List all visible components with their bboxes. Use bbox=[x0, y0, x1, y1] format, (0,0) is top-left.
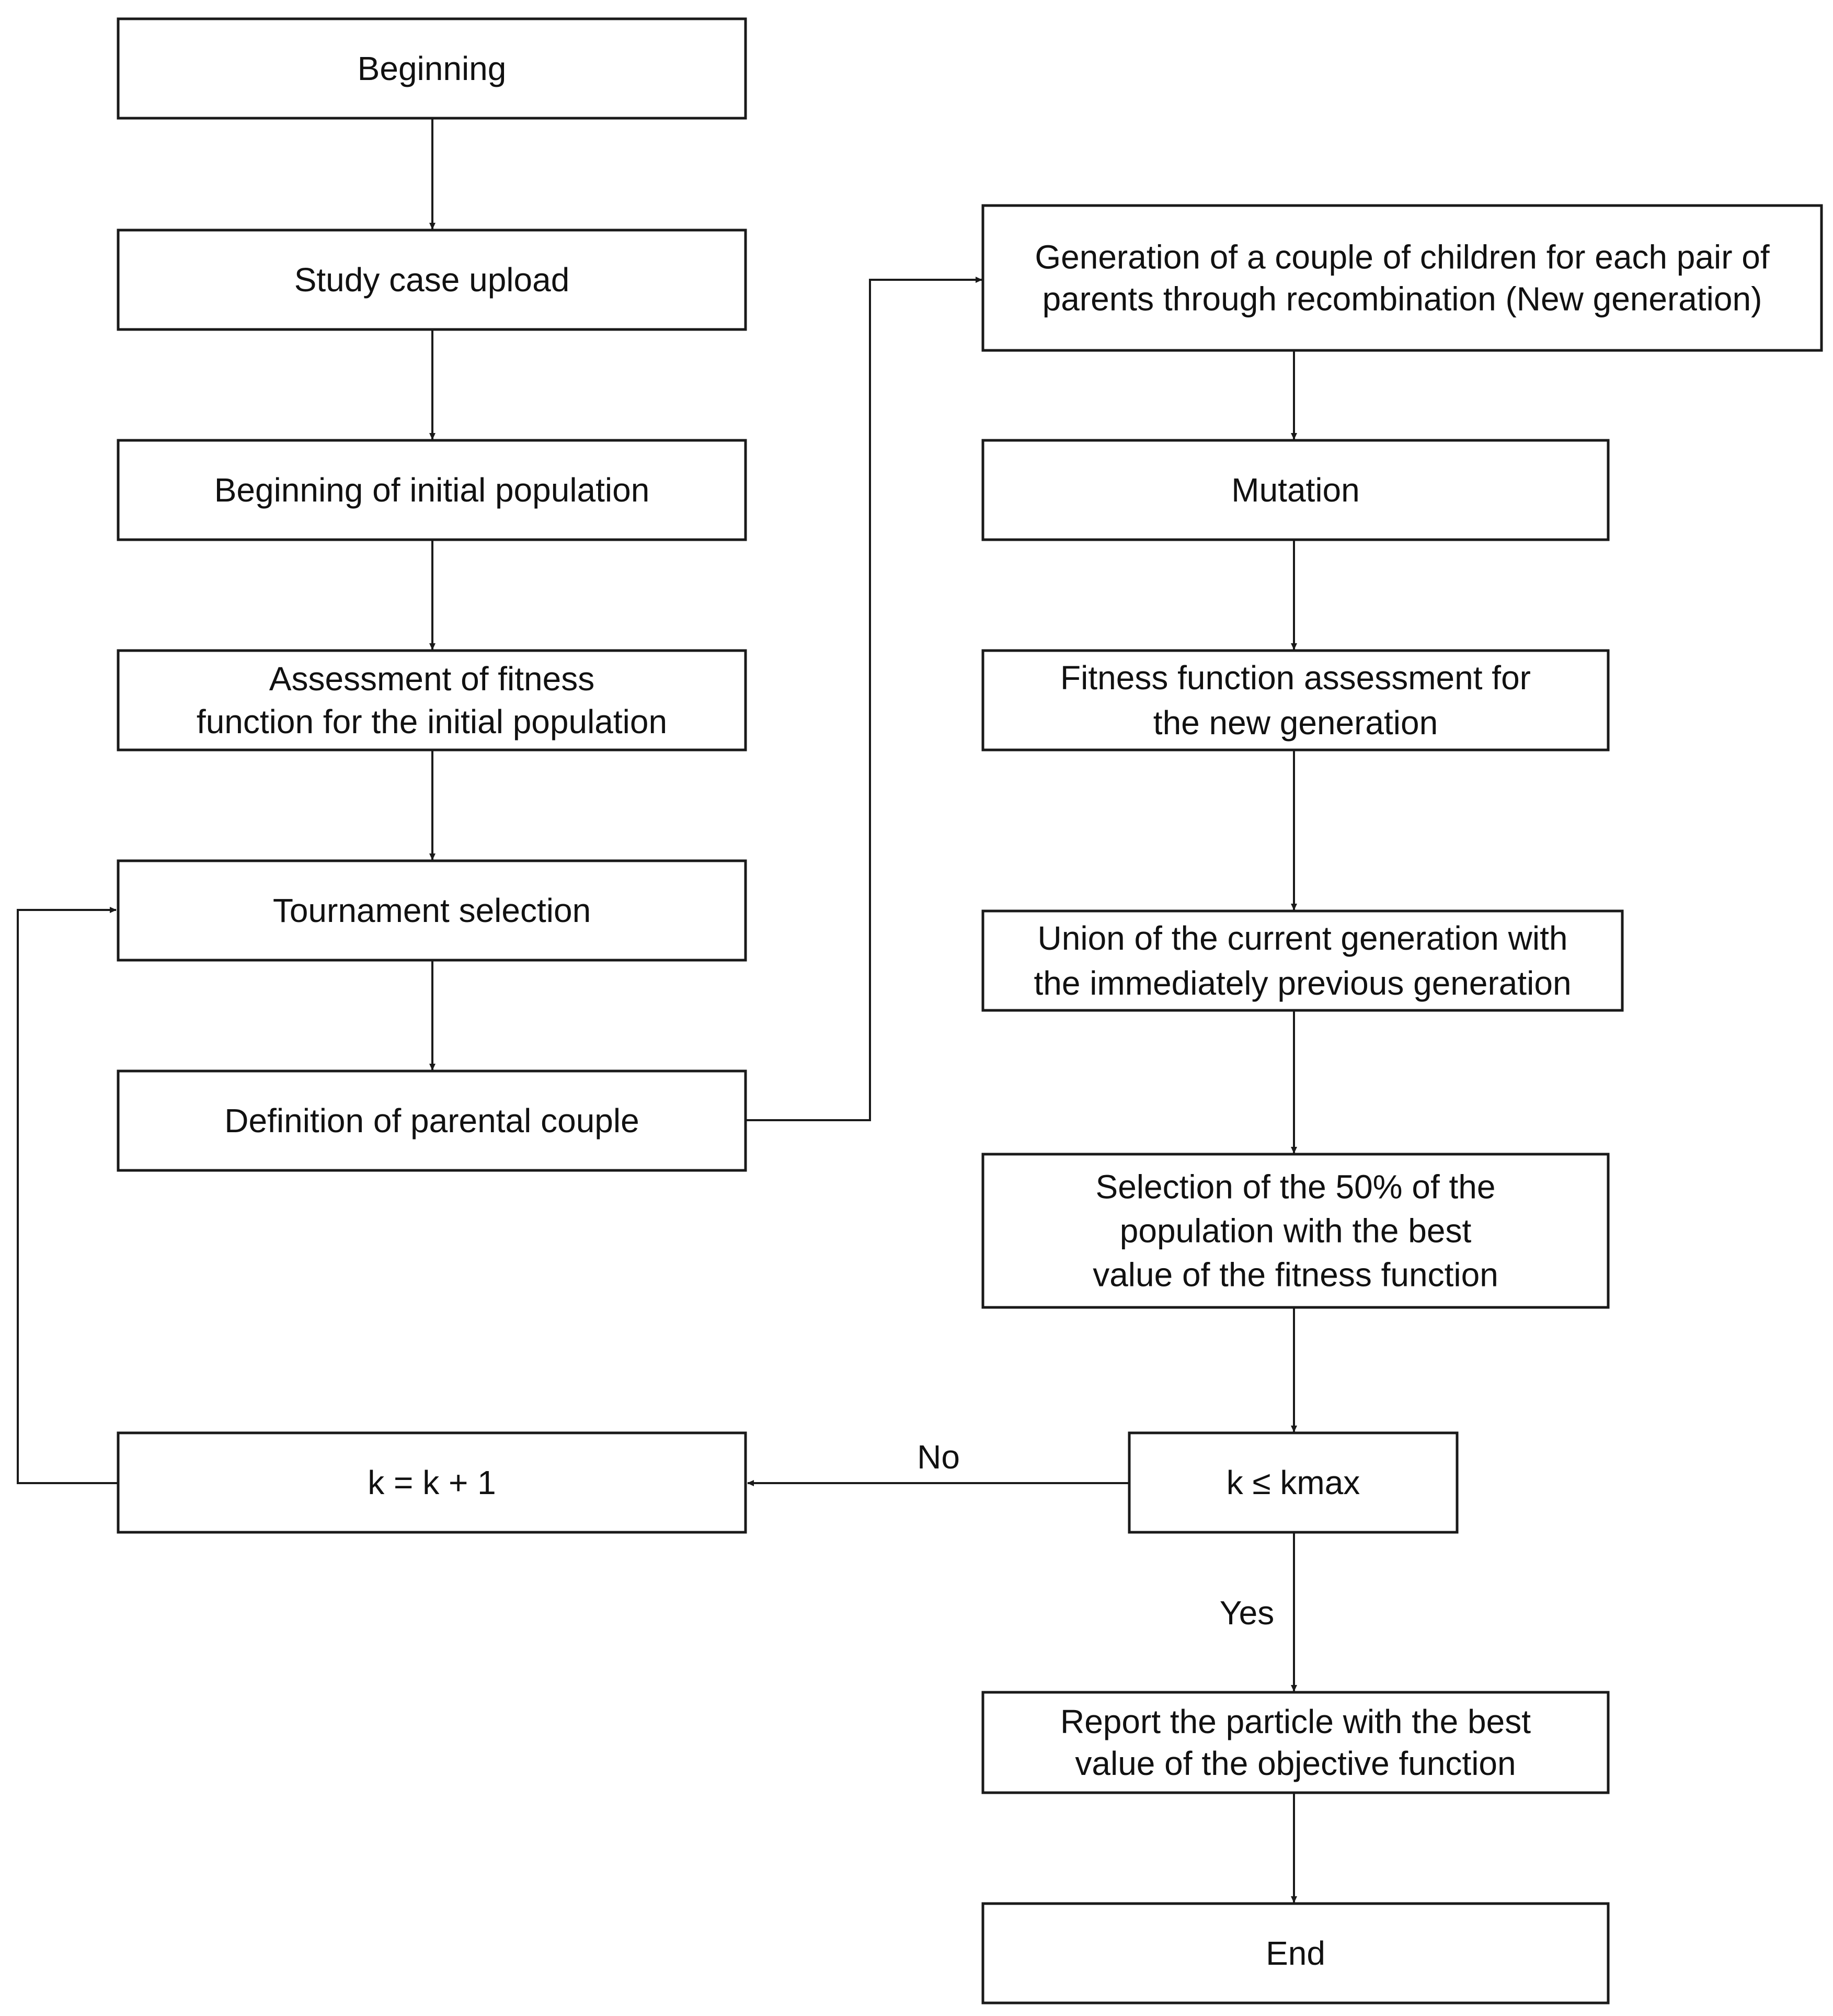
node-box bbox=[981, 909, 1624, 1012]
node-label-line: function for the initial population bbox=[197, 703, 667, 741]
node-box bbox=[981, 649, 1610, 751]
node-label-line: value of the fitness function bbox=[1093, 1256, 1498, 1294]
node-box bbox=[1128, 1431, 1459, 1534]
node-assess-init: Assessment of fitness function for the in… bbox=[117, 649, 747, 751]
node-condition: k ≤ kmax bbox=[1128, 1431, 1459, 1534]
node-label-line: k = k + 1 bbox=[368, 1464, 496, 1501]
node-init-pop: Beginning of initial population bbox=[117, 439, 747, 541]
node-box bbox=[117, 649, 747, 751]
node-box bbox=[981, 1153, 1610, 1309]
node-box bbox=[117, 439, 747, 541]
node-report: Report the particle with the best value o… bbox=[981, 1691, 1610, 1794]
node-box bbox=[117, 17, 747, 120]
edge-parental-generation bbox=[746, 277, 982, 1121]
node-select50: Selection of the 50% of the population wi… bbox=[981, 1153, 1610, 1309]
node-label-line: Tournament selection bbox=[273, 892, 591, 929]
node-box bbox=[117, 229, 747, 331]
node-label-line: Assessment of fitness bbox=[269, 660, 594, 698]
node-box bbox=[981, 1691, 1610, 1794]
node-label-line: Union of the current generation with bbox=[1038, 919, 1568, 957]
node-fitness-new: Fitness function assessment for the new g… bbox=[981, 649, 1610, 751]
node-generation: Generation of a couple of children for e… bbox=[981, 204, 1823, 352]
node-label-line: Mutation bbox=[1231, 471, 1359, 509]
node-label-line: Beginning bbox=[358, 50, 507, 87]
node-mutation: Mutation bbox=[981, 439, 1610, 541]
node-label-line: Selection of the 50% of the bbox=[1096, 1168, 1496, 1206]
node-beginning: Beginning bbox=[117, 17, 747, 120]
node-box bbox=[981, 439, 1610, 541]
node-label-line: population with the best bbox=[1120, 1212, 1472, 1250]
node-label-line: parents through recombination (New gener… bbox=[1042, 280, 1762, 318]
node-box bbox=[117, 1069, 747, 1172]
node-increment: k = k + 1 bbox=[117, 1431, 747, 1534]
node-label-line: k ≤ kmax bbox=[1227, 1464, 1360, 1501]
node-label-line: Study case upload bbox=[294, 261, 570, 299]
node-label-line: Report the particle with the best bbox=[1060, 1703, 1531, 1740]
node-union: Union of the current generation with the … bbox=[981, 909, 1624, 1012]
node-label-line: Beginning of initial population bbox=[214, 471, 650, 509]
node-box bbox=[117, 1431, 747, 1534]
node-label-line: Fitness function assessment for bbox=[1060, 659, 1531, 697]
node-label-line: value of the objective function bbox=[1075, 1745, 1516, 1782]
edge-increment-tournament bbox=[17, 907, 118, 1484]
edge-label-no: No bbox=[917, 1438, 960, 1476]
node-label-line: the immediately previous generation bbox=[1034, 964, 1571, 1002]
node-label-line: Generation of a couple of children for e… bbox=[1035, 238, 1770, 276]
node-box bbox=[117, 859, 747, 962]
edge-label-yes: Yes bbox=[1220, 1594, 1274, 1632]
node-box bbox=[981, 1902, 1610, 2004]
node-parental: Definition of parental couple bbox=[117, 1069, 747, 1172]
node-tournament: Tournament selection bbox=[117, 859, 747, 962]
node-end: End bbox=[981, 1902, 1610, 2004]
node-label-line: Definition of parental couple bbox=[224, 1102, 639, 1140]
node-upload: Study case upload bbox=[117, 229, 747, 331]
node-label-line: the new generation bbox=[1153, 704, 1438, 742]
connectors bbox=[17, 118, 1297, 1903]
node-box bbox=[981, 204, 1823, 352]
node-label-line: End bbox=[1266, 1934, 1325, 1972]
